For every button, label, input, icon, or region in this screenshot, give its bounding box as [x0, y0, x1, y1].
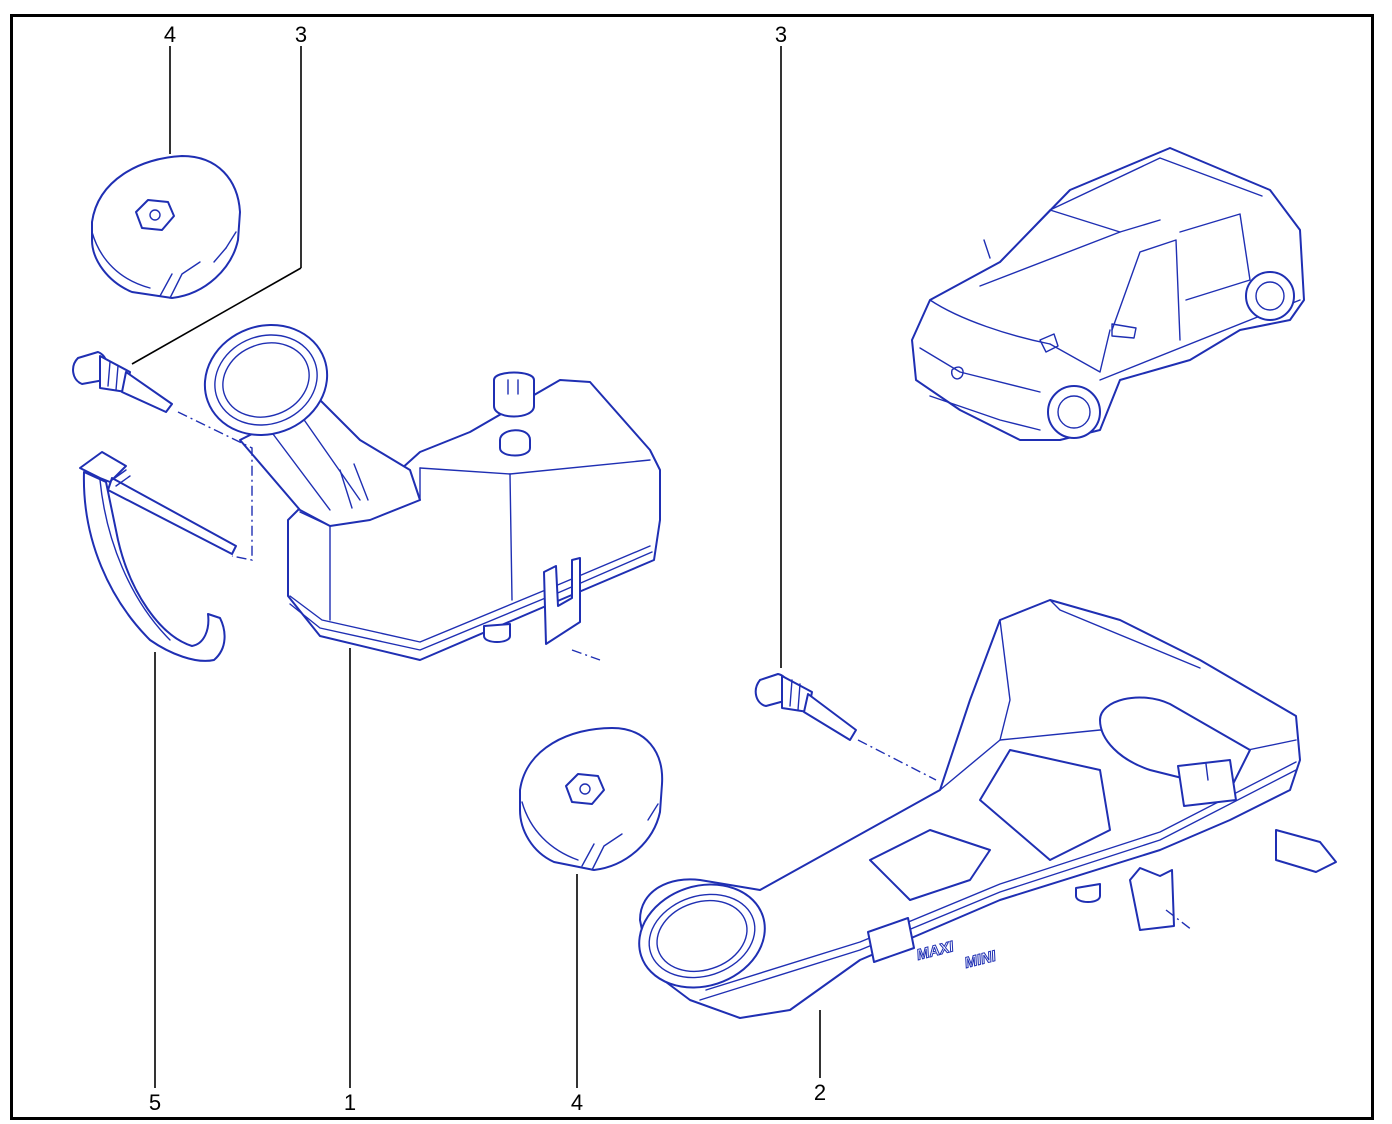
callout-screw-top-left: 3 — [295, 22, 307, 47]
callout-reservoir-right: 2 — [814, 1080, 826, 1105]
callout-strap: 5 — [149, 1090, 161, 1115]
embossing-mini: MINI — [963, 948, 999, 972]
callout-cap-top-left: 4 — [164, 22, 176, 47]
assembly-line-left — [177, 411, 253, 561]
callout-reservoir-left: 1 — [344, 1090, 356, 1115]
embossing-maxi: MAXI — [915, 938, 956, 964]
expansion-tank-left — [203, 324, 661, 661]
screw-top-left — [72, 351, 173, 413]
reservoir-cap-top-left — [91, 155, 241, 299]
retaining-strap — [79, 451, 237, 662]
reservoir-cap-bottom — [519, 727, 664, 871]
vehicle-illustration — [911, 147, 1305, 441]
callout-screw-top-right: 3 — [775, 22, 787, 47]
screw-top-right — [754, 673, 937, 781]
expansion-tank-right: MAXI MINI — [638, 599, 1337, 1019]
leader-lines — [131, 46, 821, 1088]
callout-cap-bottom: 4 — [571, 1090, 583, 1115]
